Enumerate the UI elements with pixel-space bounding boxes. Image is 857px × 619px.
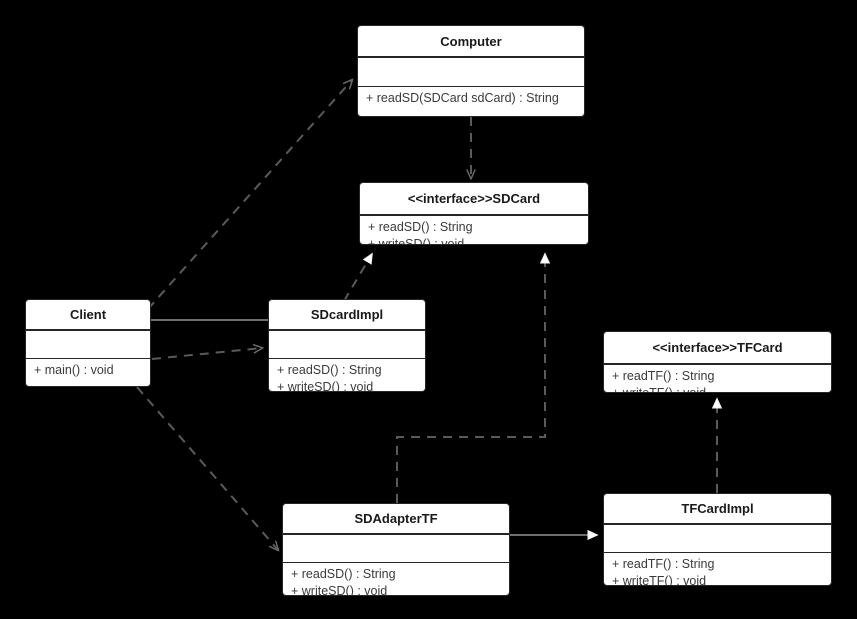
edge-client-to-sdcardimpl: [151, 344, 264, 360]
uml-operation: + readTF() : String: [612, 368, 715, 383]
uml-operation: + readSD() : String: [291, 567, 396, 582]
edge-sdadaptertf-to-sdcard: [396, 254, 545, 503]
uml-compartment-divider: [269, 357, 425, 360]
uml-class-title-sdadaptertf: SDAdapterTF: [354, 511, 438, 526]
uml-operations-compartment-client: + main() : void: [26, 359, 150, 382]
uml-compartment-divider: [360, 214, 588, 216]
uml-operation: + readTF() : String: [612, 557, 715, 572]
edge-client-to-sdadaptertf: [136, 386, 280, 552]
uml-attributes-compartment-sdcardimpl: [269, 331, 425, 358]
uml-operations-compartment-sdadaptertf: + readSD() : String + writeSD() : void: [283, 563, 509, 596]
uml-class-title-client: Client: [69, 307, 107, 322]
edge-client-to-computer: [147, 78, 354, 310]
uml-operation: + readSD() : String: [277, 363, 382, 378]
uml-compartment-divider: [269, 329, 425, 331]
uml-operations-compartment-sdcardimpl: + readSD() : String + writeSD() : void: [269, 359, 425, 392]
uml-class-tfcardimpl[interactable]: TFCardImpl + readTF() : String + writeTF()…: [603, 493, 832, 586]
uml-compartment-divider: [604, 551, 831, 554]
uml-operation: + writeSD() : void: [277, 380, 374, 392]
uml-compartment-divider: [358, 85, 584, 88]
uml-compartment-divider: [26, 329, 150, 331]
uml-operation: + main() : void: [34, 363, 114, 378]
uml-operation: + writeSD() : void: [291, 584, 388, 596]
uml-operation: + writeTF() : void: [612, 574, 707, 586]
uml-class-title-tfcard: <<interface>>TFCard: [652, 340, 783, 355]
uml-class-sdcardimpl[interactable]: SDcardImpl + readSD() : String + writeSD()…: [268, 299, 426, 392]
uml-operation: + writeTF() : void: [612, 385, 707, 393]
uml-class-client[interactable]: Client + main() : void: [25, 299, 151, 387]
uml-operations-compartment-sdcard: + readSD() : String + writeSD() : void: [360, 216, 588, 245]
uml-operation: + readSD(SDCard sdCard) : String: [366, 91, 559, 106]
uml-operation: + readSD() : String: [368, 219, 473, 234]
uml-class-tfcard[interactable]: <<interface>>TFCard+ readTF() : String+ …: [603, 331, 832, 393]
uml-compartment-divider: [26, 357, 150, 360]
uml-compartment-divider: [604, 363, 831, 365]
uml-compartment-divider: [604, 523, 831, 525]
uml-attributes-compartment-computer: [358, 58, 584, 86]
uml-compartment-divider: [358, 56, 584, 58]
uml-attributes-compartment-client: [26, 331, 150, 358]
uml-compartment-divider: [283, 561, 509, 564]
uml-class-computer[interactable]: Computer + readSD(SDCard sdCard) : String: [357, 25, 585, 117]
uml-operations-compartment-tfcard: + readTF() : String + writeTF() : void: [604, 365, 831, 393]
uml-compartment-divider: [283, 533, 509, 535]
uml-class-title-computer: Computer: [440, 33, 502, 49]
edge-sdcardimpl-to-sdcard: [343, 254, 372, 302]
uml-attributes-compartment-tfcardimpl: [604, 525, 831, 552]
uml-class-title-tfcardimpl: TFCardImpl: [681, 501, 754, 516]
uml-attributes-compartment-sdadaptertf: [283, 535, 509, 562]
uml-operation: + writeSD() : void: [368, 236, 465, 245]
uml-operations-compartment-computer: + readSD(SDCard sdCard) : String: [358, 87, 584, 110]
uml-class-title-sdcardimpl: SDcardImpl: [310, 307, 384, 322]
uml-operations-compartment-tfcardimpl: + readTF() : String + writeTF() : void: [604, 553, 831, 586]
uml-class-sdadaptertf[interactable]: SDAdapterTF + readSD() : String + writeSD(…: [282, 503, 510, 596]
uml-class-sdcard[interactable]: <<interface>>SDCard+ readSD() : String+ …: [359, 182, 589, 245]
uml-class-title-sdcard: <<interface>>SDCard: [407, 191, 541, 206]
